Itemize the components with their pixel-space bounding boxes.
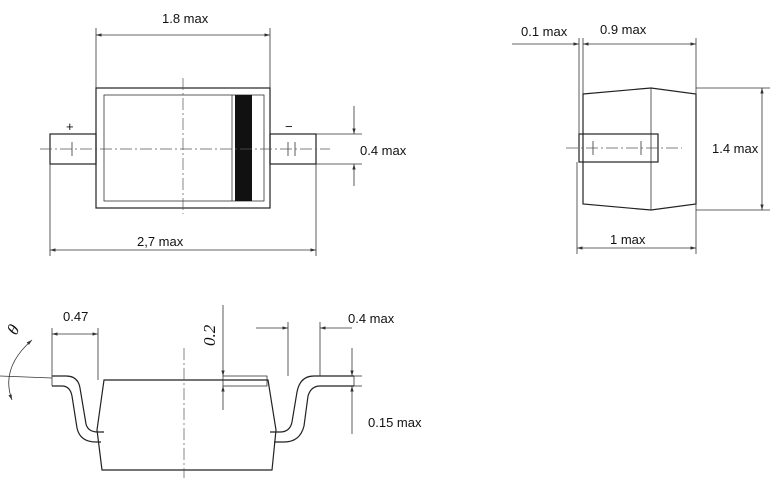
dim-side-offset: 0.1 max [521, 24, 568, 39]
side-view: 0.1 max 0.9 max 1.4 max 1 max [512, 22, 770, 254]
top-body-inner [103, 94, 265, 202]
dim-total-length: 2,7 max [137, 234, 184, 249]
dim-top-width: 1.8 max [162, 11, 209, 26]
profile-view: 0.47 0.2 0.4 max 0.15 max θ [0, 305, 422, 478]
anode-mark: + [66, 119, 74, 134]
top-view: + − 1.8 max 2,7 max 0.4 max [40, 11, 407, 256]
dim-lead-width: 0.4 max [348, 311, 395, 326]
dim-side-height: 1.4 max [712, 141, 759, 156]
angle-theta: θ [3, 321, 24, 338]
dim-side-width: 1 max [610, 232, 646, 247]
side-body [582, 87, 697, 211]
dim-lead-thickness: 0.15 max [368, 415, 422, 430]
dim-side-depth: 0.9 max [600, 22, 647, 37]
profile-standoff [222, 375, 268, 387]
cathode-mark: − [285, 119, 293, 134]
profile-body [96, 379, 277, 471]
profile-right-lead [270, 375, 354, 443]
dim-lead-thickness-top: 0.4 max [360, 143, 407, 158]
profile-left-lead [52, 375, 104, 443]
cathode-band [235, 95, 252, 201]
dim-standoff: 0.2 [200, 324, 219, 346]
dim-lead-length: 0.47 [63, 309, 88, 324]
angle-arc [8, 339, 33, 401]
